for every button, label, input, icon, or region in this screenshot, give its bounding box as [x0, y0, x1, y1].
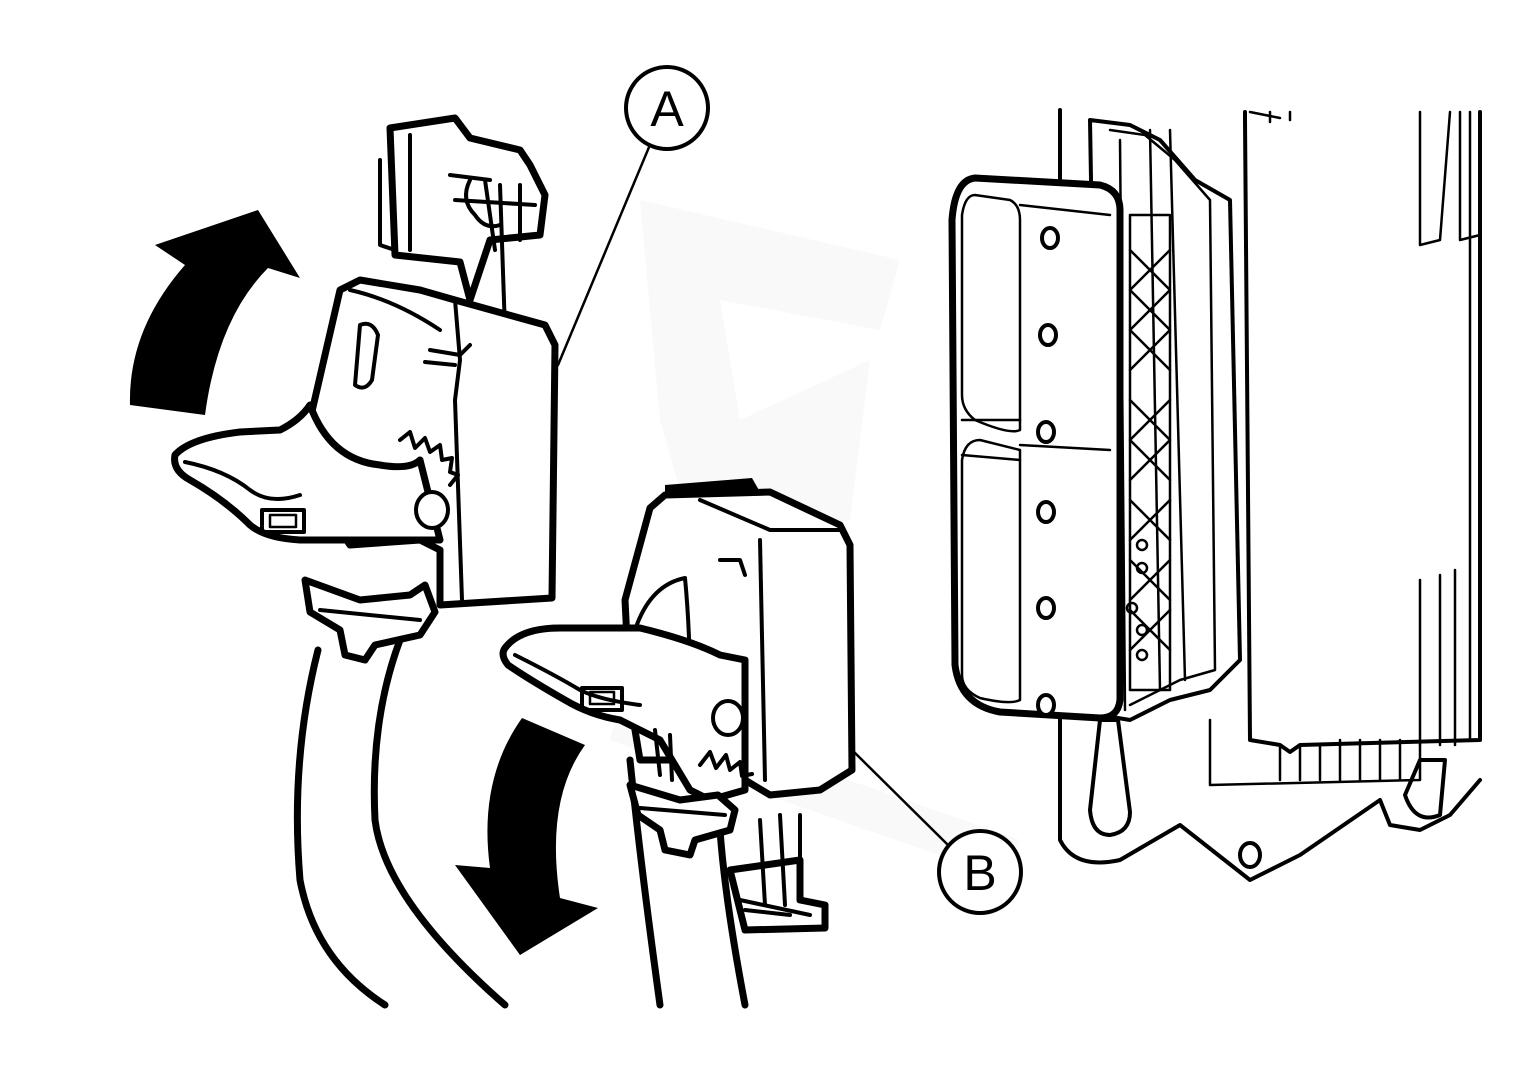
callout-b-leader [848, 746, 950, 847]
callout-a-label: A [650, 81, 684, 137]
rotate-up-arrow-icon [129, 210, 300, 415]
connector-b [499, 478, 856, 1009]
callout-b-label: B [963, 845, 996, 901]
callout-b: B [937, 829, 1023, 915]
callout-a: A [624, 65, 710, 151]
connector-a [171, 114, 559, 1009]
rotate-down-arrow-icon [455, 718, 598, 955]
callout-a-leader [556, 138, 654, 367]
ecu-connector-plug [948, 174, 1124, 722]
connector-bolt-heads [1036, 226, 1060, 717]
ecu-module [1058, 108, 1482, 882]
